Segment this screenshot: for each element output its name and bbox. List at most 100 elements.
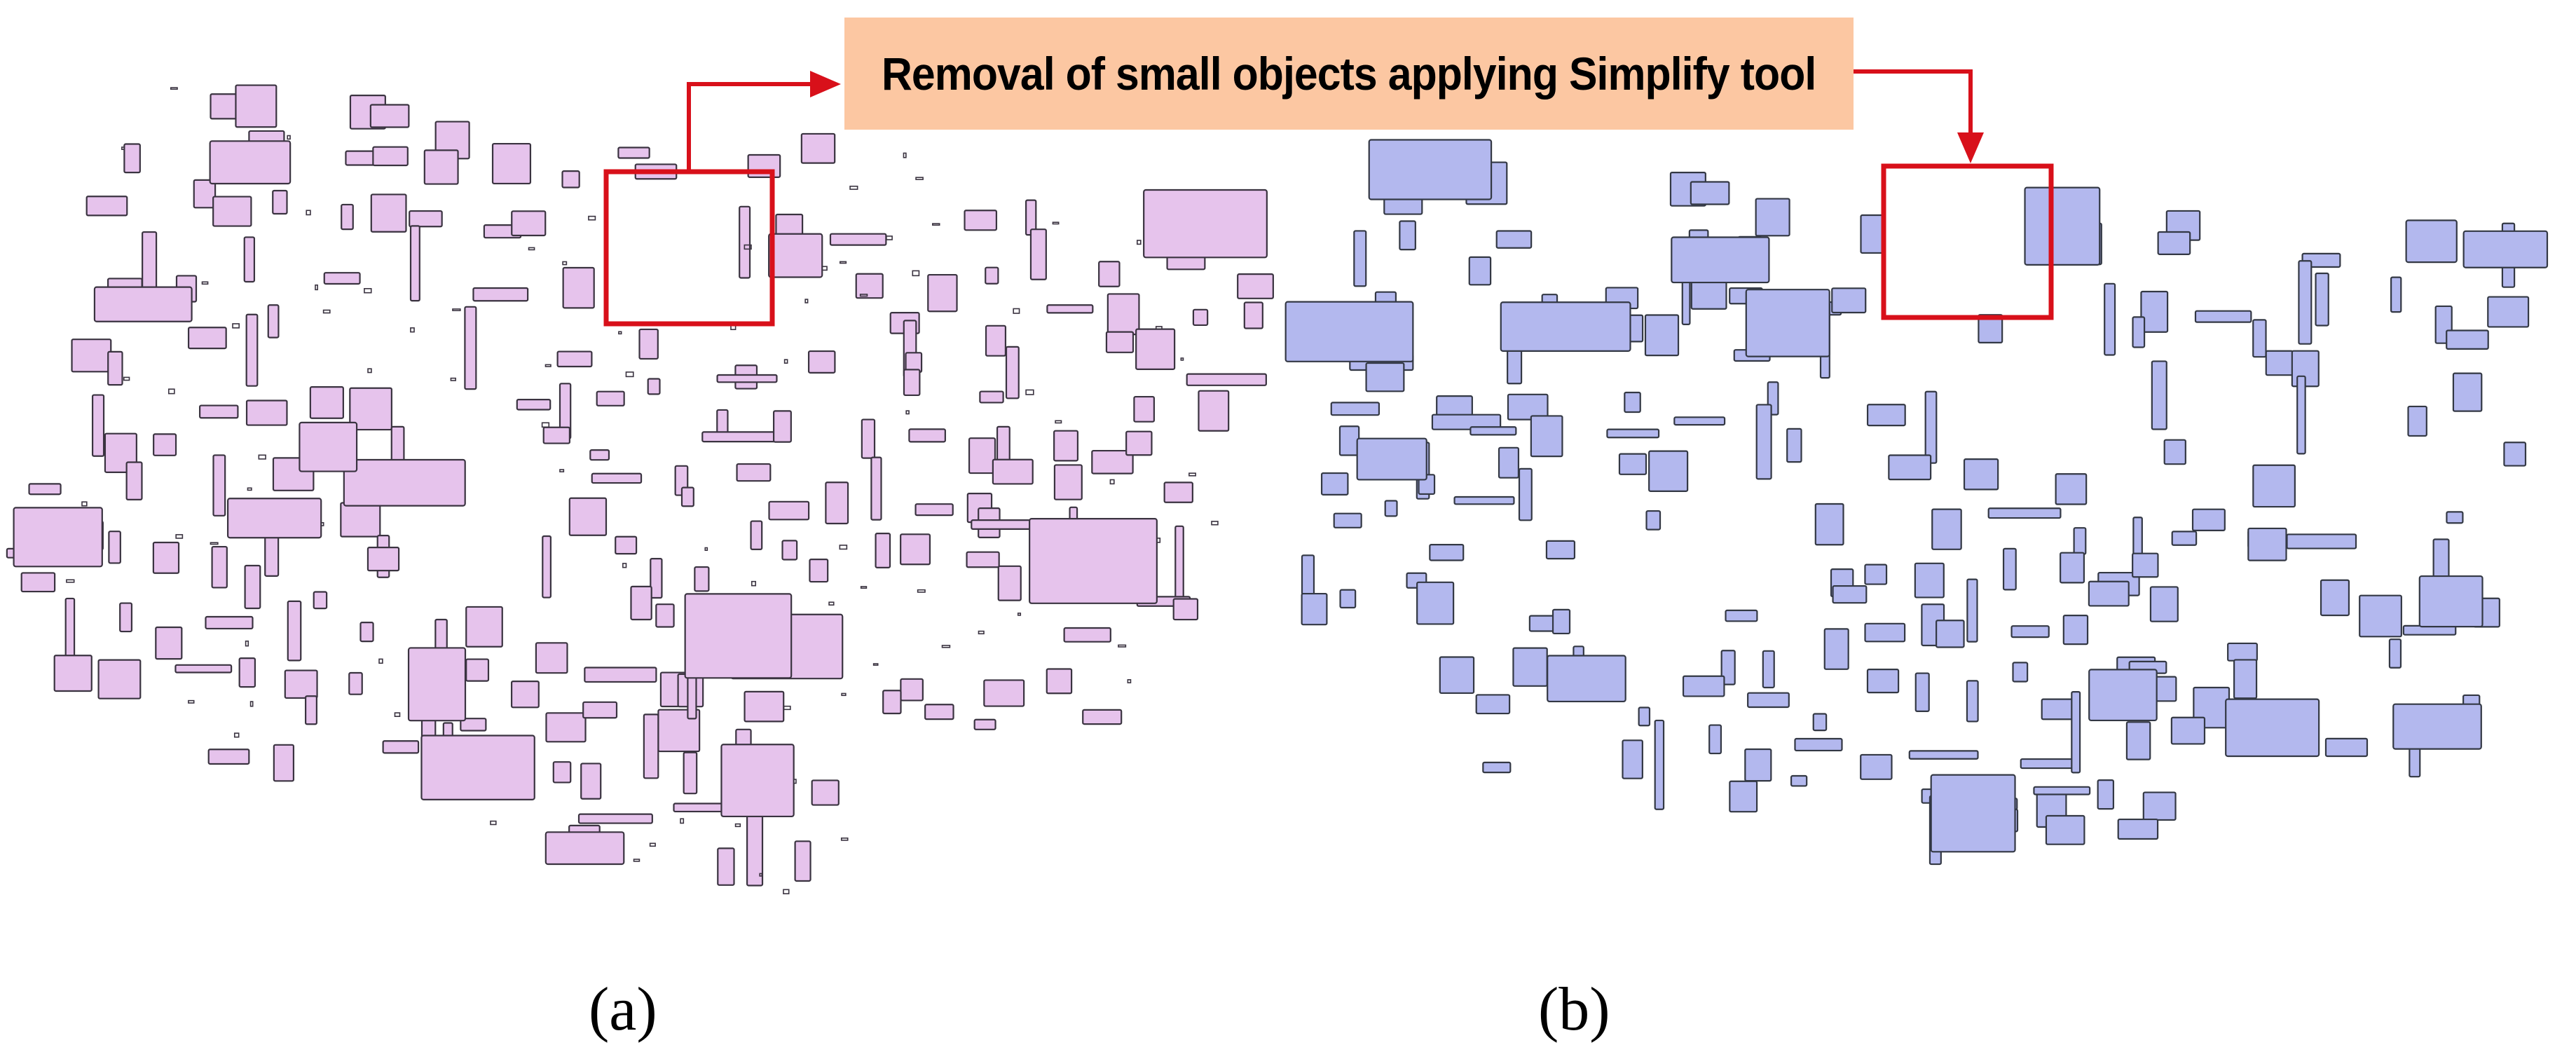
building — [1654, 719, 1665, 810]
title-banner: Removal of small objects applying Simpli… — [844, 18, 1854, 130]
building — [1431, 414, 1502, 430]
building — [212, 454, 226, 517]
building — [1482, 761, 1512, 774]
building — [562, 266, 595, 309]
small-object — [751, 580, 757, 587]
building — [985, 266, 999, 285]
building — [107, 350, 123, 386]
building — [903, 369, 921, 397]
building — [800, 132, 836, 164]
building — [997, 565, 1022, 601]
building — [1823, 628, 1849, 670]
building — [829, 233, 887, 246]
building — [2142, 791, 2177, 821]
building — [1673, 416, 1726, 426]
building — [1053, 464, 1083, 500]
small-object — [394, 712, 401, 717]
building — [2405, 219, 2458, 264]
building — [1618, 453, 1647, 475]
building — [1125, 430, 1153, 456]
highlight-box-b — [1881, 163, 2054, 320]
building — [2163, 439, 2186, 465]
panel-label-a: (a) — [589, 976, 657, 1044]
building — [1338, 425, 1360, 456]
building — [1498, 446, 1520, 479]
building — [1725, 609, 1758, 622]
building — [313, 591, 328, 610]
building — [2252, 319, 2267, 358]
small-object — [287, 135, 291, 140]
building — [2446, 329, 2489, 350]
building — [2020, 758, 2078, 770]
small-object — [905, 410, 910, 415]
building — [2503, 442, 2527, 467]
building — [423, 149, 459, 185]
small-object — [734, 823, 741, 828]
building — [744, 690, 785, 723]
building — [209, 140, 292, 185]
building — [535, 642, 568, 674]
building — [211, 545, 228, 589]
panel-label-b: (b) — [1538, 976, 1610, 1044]
small-object — [783, 705, 791, 711]
building — [1860, 753, 1893, 780]
small-object — [378, 658, 383, 664]
building — [630, 585, 652, 621]
building — [1755, 404, 1772, 480]
building — [875, 533, 891, 568]
small-object — [886, 235, 893, 240]
building — [1243, 301, 1263, 329]
building — [2315, 272, 2329, 327]
building — [1638, 706, 1651, 727]
building — [1963, 458, 1999, 491]
building — [372, 146, 409, 167]
building — [348, 671, 363, 695]
building — [2227, 642, 2258, 662]
building — [343, 458, 466, 507]
small-object — [364, 288, 372, 294]
building — [1690, 181, 1730, 205]
building — [638, 328, 659, 360]
building — [1931, 508, 1962, 550]
small-object — [559, 469, 565, 472]
small-object — [1017, 613, 1022, 616]
building — [370, 193, 407, 233]
small-object — [783, 889, 790, 894]
building — [1053, 430, 1079, 462]
building — [345, 150, 376, 166]
building — [238, 657, 256, 688]
building — [1198, 390, 1230, 432]
building — [900, 533, 931, 566]
building — [369, 104, 410, 128]
building — [2298, 260, 2313, 345]
building — [420, 735, 535, 800]
small-object — [783, 359, 788, 364]
small-object — [860, 586, 868, 589]
building — [716, 374, 778, 383]
small-object — [175, 534, 184, 539]
building — [2140, 290, 2169, 333]
building — [1192, 308, 1209, 327]
building — [701, 431, 784, 443]
building — [349, 387, 392, 431]
building — [1082, 709, 1123, 725]
building — [556, 350, 593, 368]
building — [1172, 598, 1199, 621]
building — [2149, 586, 2179, 622]
building — [582, 701, 618, 719]
building — [739, 205, 751, 279]
building — [811, 779, 840, 806]
building — [1507, 393, 1549, 421]
building — [900, 678, 924, 702]
building — [1914, 672, 1930, 712]
building — [2392, 703, 2482, 750]
building — [193, 179, 217, 209]
small-object — [1013, 308, 1020, 314]
building — [1475, 694, 1511, 715]
building — [2060, 552, 2085, 584]
building — [1606, 428, 1660, 439]
building — [2247, 527, 2287, 561]
building — [1500, 301, 1631, 352]
building — [1005, 346, 1020, 399]
small-object — [841, 692, 847, 697]
